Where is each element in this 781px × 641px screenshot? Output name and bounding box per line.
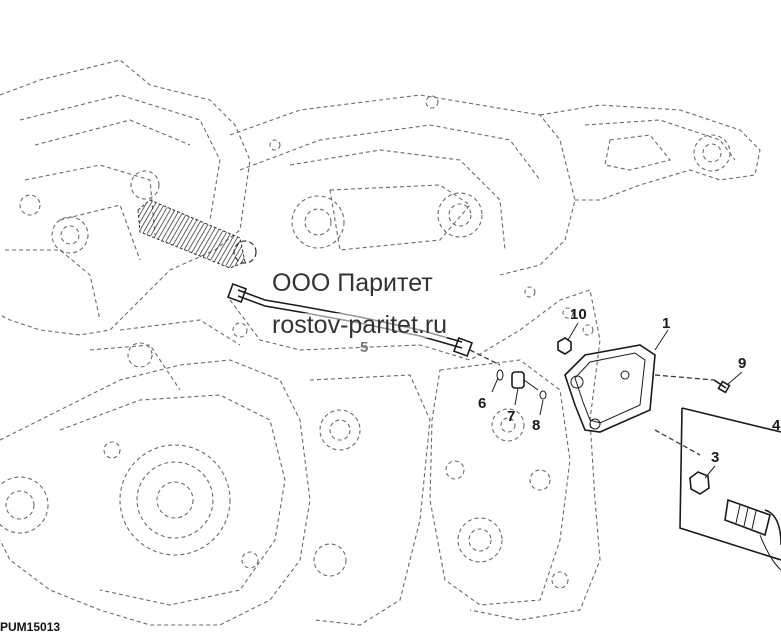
detail-inset [654, 407, 781, 571]
figure-code: PUM15013 [0, 620, 61, 634]
callout-6: 6 [478, 395, 486, 412]
transmission-housing [0, 59, 761, 626]
nut-part-10 [557, 337, 572, 355]
callout-1: 1 [662, 315, 670, 332]
callout-4: 4 [772, 417, 781, 434]
callout-5: 5 [360, 339, 368, 356]
callout-8: 8 [532, 417, 540, 434]
callout-3: 3 [711, 449, 719, 466]
cover-plate-part-1 [564, 344, 656, 433]
callout-leaders [491, 322, 743, 479]
callout-7: 7 [507, 408, 515, 425]
hatched-spring [137, 199, 257, 269]
watermark-site: rostov-paritet.ru [272, 311, 448, 339]
bolt-part-9 [654, 374, 731, 394]
callout-10: 10 [570, 306, 587, 323]
callout-labels: 1 3 4 5 6 7 8 9 10 [360, 306, 781, 466]
callout-9: 9 [738, 355, 746, 372]
fittings-group [496, 369, 547, 400]
watermark-company: ООО Паритет [272, 269, 433, 297]
